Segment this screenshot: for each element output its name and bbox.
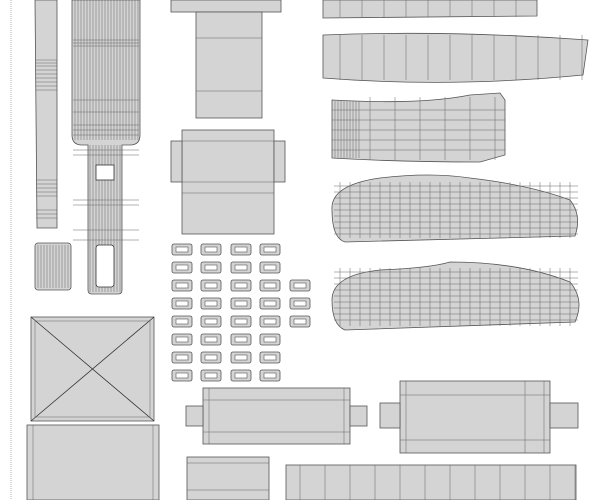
clip-hole	[263, 336, 277, 343]
clip-hole	[293, 318, 307, 325]
clip-hole	[234, 336, 248, 343]
clip-hole	[263, 300, 277, 307]
uv-island-bottom-bar	[285, 464, 577, 500]
clip-hole	[204, 372, 218, 379]
clip-hole	[175, 336, 189, 343]
clip-hole	[175, 300, 189, 307]
uv-island-shell-upper	[331, 174, 578, 243]
uv-island-clips-group	[171, 243, 311, 382]
clip-hole	[175, 264, 189, 271]
clip-hole	[175, 282, 189, 289]
clip-hole	[204, 246, 218, 253]
uv-island-cylinder-a	[185, 387, 368, 445]
clip-hole	[175, 246, 189, 253]
uv-island-envelope	[26, 316, 160, 500]
uv-island-tapered-panel	[331, 92, 506, 163]
clip-hole	[204, 354, 218, 361]
clip-hole	[175, 372, 189, 379]
clip-hole	[204, 300, 218, 307]
uv-island-box-top	[170, 0, 282, 119]
clip-hole	[234, 246, 248, 253]
clip-hole	[204, 336, 218, 343]
uv-island-small-block	[34, 242, 72, 291]
clip-hole	[234, 264, 248, 271]
clip-hole	[234, 282, 248, 289]
clip-hole	[263, 372, 277, 379]
clip-hole	[175, 318, 189, 325]
uv-island-cylinder-b	[379, 380, 579, 454]
clip-hole	[175, 354, 189, 361]
clip-hole	[204, 264, 218, 271]
clip-hole	[204, 282, 218, 289]
clip-hole	[263, 318, 277, 325]
uv-island-top-band	[322, 0, 538, 19]
uv-island-box-mid	[170, 129, 286, 235]
clip-hole	[293, 300, 307, 307]
clip-hole	[263, 354, 277, 361]
clip-hole	[263, 264, 277, 271]
uv-island-strip	[34, 0, 58, 229]
clip-hole	[293, 282, 307, 289]
clip-hole	[234, 354, 248, 361]
clip-hole	[234, 372, 248, 379]
uv-island-handle	[71, 0, 141, 295]
clip-hole	[263, 282, 277, 289]
uv-island-small-bar	[186, 456, 270, 500]
clip-hole	[234, 300, 248, 307]
clip-hole	[204, 318, 218, 325]
uv-island-shell-lower	[331, 261, 580, 331]
clip-hole	[234, 318, 248, 325]
clip-hole	[263, 246, 277, 253]
uv-island-long-panel	[322, 32, 589, 83]
